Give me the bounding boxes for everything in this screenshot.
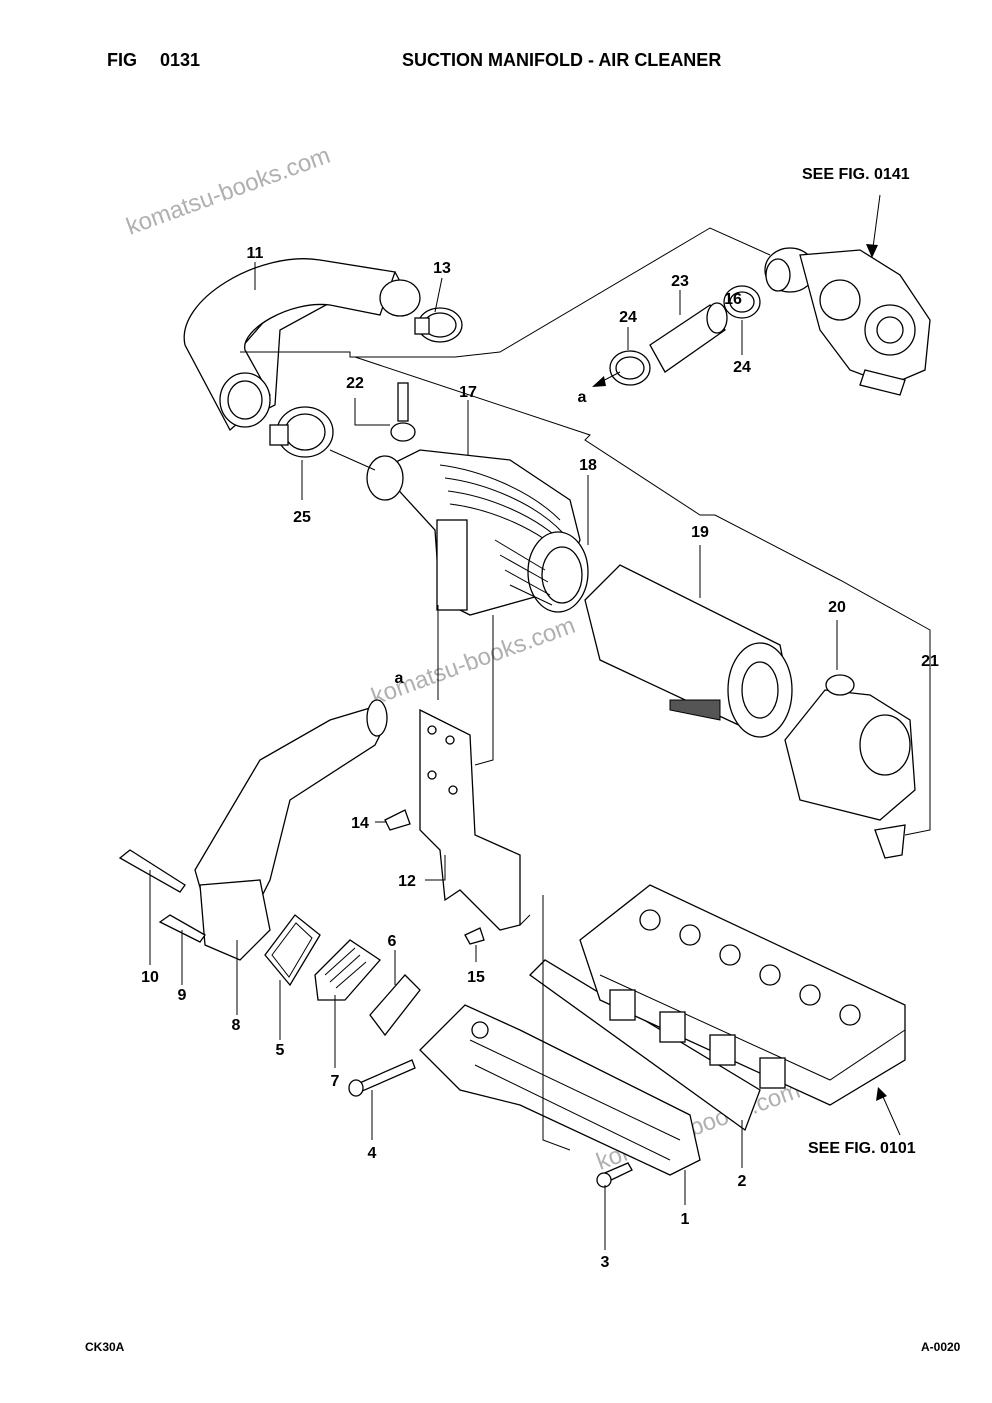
- mounting-bracket: [419, 708, 521, 931]
- safety-filter-element: [494, 531, 589, 613]
- figure-label: FIG: [107, 50, 137, 70]
- callout-24-right: 24: [733, 359, 751, 376]
- callout-14: 14: [351, 815, 369, 832]
- callout-6: 6: [388, 933, 397, 950]
- callout-a-bottom: a: [395, 670, 404, 687]
- see-fig-0141: SEE FIG. 0141: [802, 166, 910, 183]
- evacuator-valve: [874, 824, 906, 859]
- connector-pipe-23: [649, 302, 728, 373]
- callout-11: 11: [247, 245, 264, 262]
- hose-clamp-24-right: [723, 285, 761, 319]
- hose-clamp-24-left: [609, 350, 651, 386]
- bolt-3: [596, 1162, 633, 1188]
- intake-heater: [314, 939, 381, 1001]
- intake-manifold: [419, 1004, 701, 1176]
- bolt-4: [348, 1059, 416, 1097]
- bolt-10: [118, 849, 186, 893]
- callout-19: 19: [691, 524, 709, 541]
- watermark-top: komatsu-books.com: [123, 142, 334, 241]
- cylinder-head: [579, 884, 906, 1106]
- callout-23: 23: [671, 273, 689, 290]
- page-title: SUCTION MANIFOLD - AIR CLEANER: [402, 50, 722, 70]
- gasket-5: [264, 914, 321, 987]
- callout-4: 4: [368, 1145, 377, 1162]
- main-filter-element: [584, 564, 793, 738]
- callout-3: 3: [601, 1254, 610, 1271]
- callout-20: 20: [828, 599, 846, 616]
- bolt-9: [158, 914, 206, 943]
- callout-8: 8: [232, 1017, 241, 1034]
- callout-7: 7: [331, 1073, 340, 1090]
- callout-9: 9: [178, 987, 187, 1004]
- callout-a-top: a: [578, 389, 587, 406]
- footer-page-code: A-0020: [921, 1340, 961, 1354]
- hose-clamp-25: [269, 406, 334, 458]
- gasket-6: [369, 974, 421, 1037]
- callout-21: 21: [921, 653, 939, 670]
- bolt-14: [384, 809, 411, 831]
- callout-12: 12: [398, 873, 416, 890]
- callout-24-left: 24: [619, 309, 637, 326]
- callout-5: 5: [276, 1042, 285, 1059]
- dust-indicator: [390, 382, 416, 442]
- callout-17: 17: [459, 384, 477, 401]
- callout-10: 10: [141, 969, 159, 986]
- callout-16-visible: 16: [724, 291, 742, 308]
- turbocharger-drawing: [764, 247, 931, 396]
- manifold-gasket: [529, 959, 761, 1132]
- callout-2: 2: [738, 1173, 747, 1190]
- intake-hose: [183, 258, 421, 432]
- see-fig-0101: SEE FIG. 0101: [808, 1140, 916, 1157]
- callout-15: 15: [467, 969, 485, 986]
- callout-18: 18: [579, 457, 597, 474]
- bolt-15: [464, 927, 485, 945]
- callout-13: 13: [433, 260, 451, 277]
- footer-model-code: CK30A: [85, 1340, 125, 1354]
- callout-25: 25: [293, 509, 311, 526]
- leader-lines: [149, 227, 931, 1250]
- figure-number: 0131: [160, 50, 201, 70]
- callout-1: 1: [681, 1211, 690, 1228]
- air-cleaner-cover: [784, 674, 916, 821]
- callout-22: 22: [346, 375, 364, 392]
- hose-clamp-13: [414, 307, 463, 343]
- watermark-middle: komatsu-books.com: [368, 612, 579, 711]
